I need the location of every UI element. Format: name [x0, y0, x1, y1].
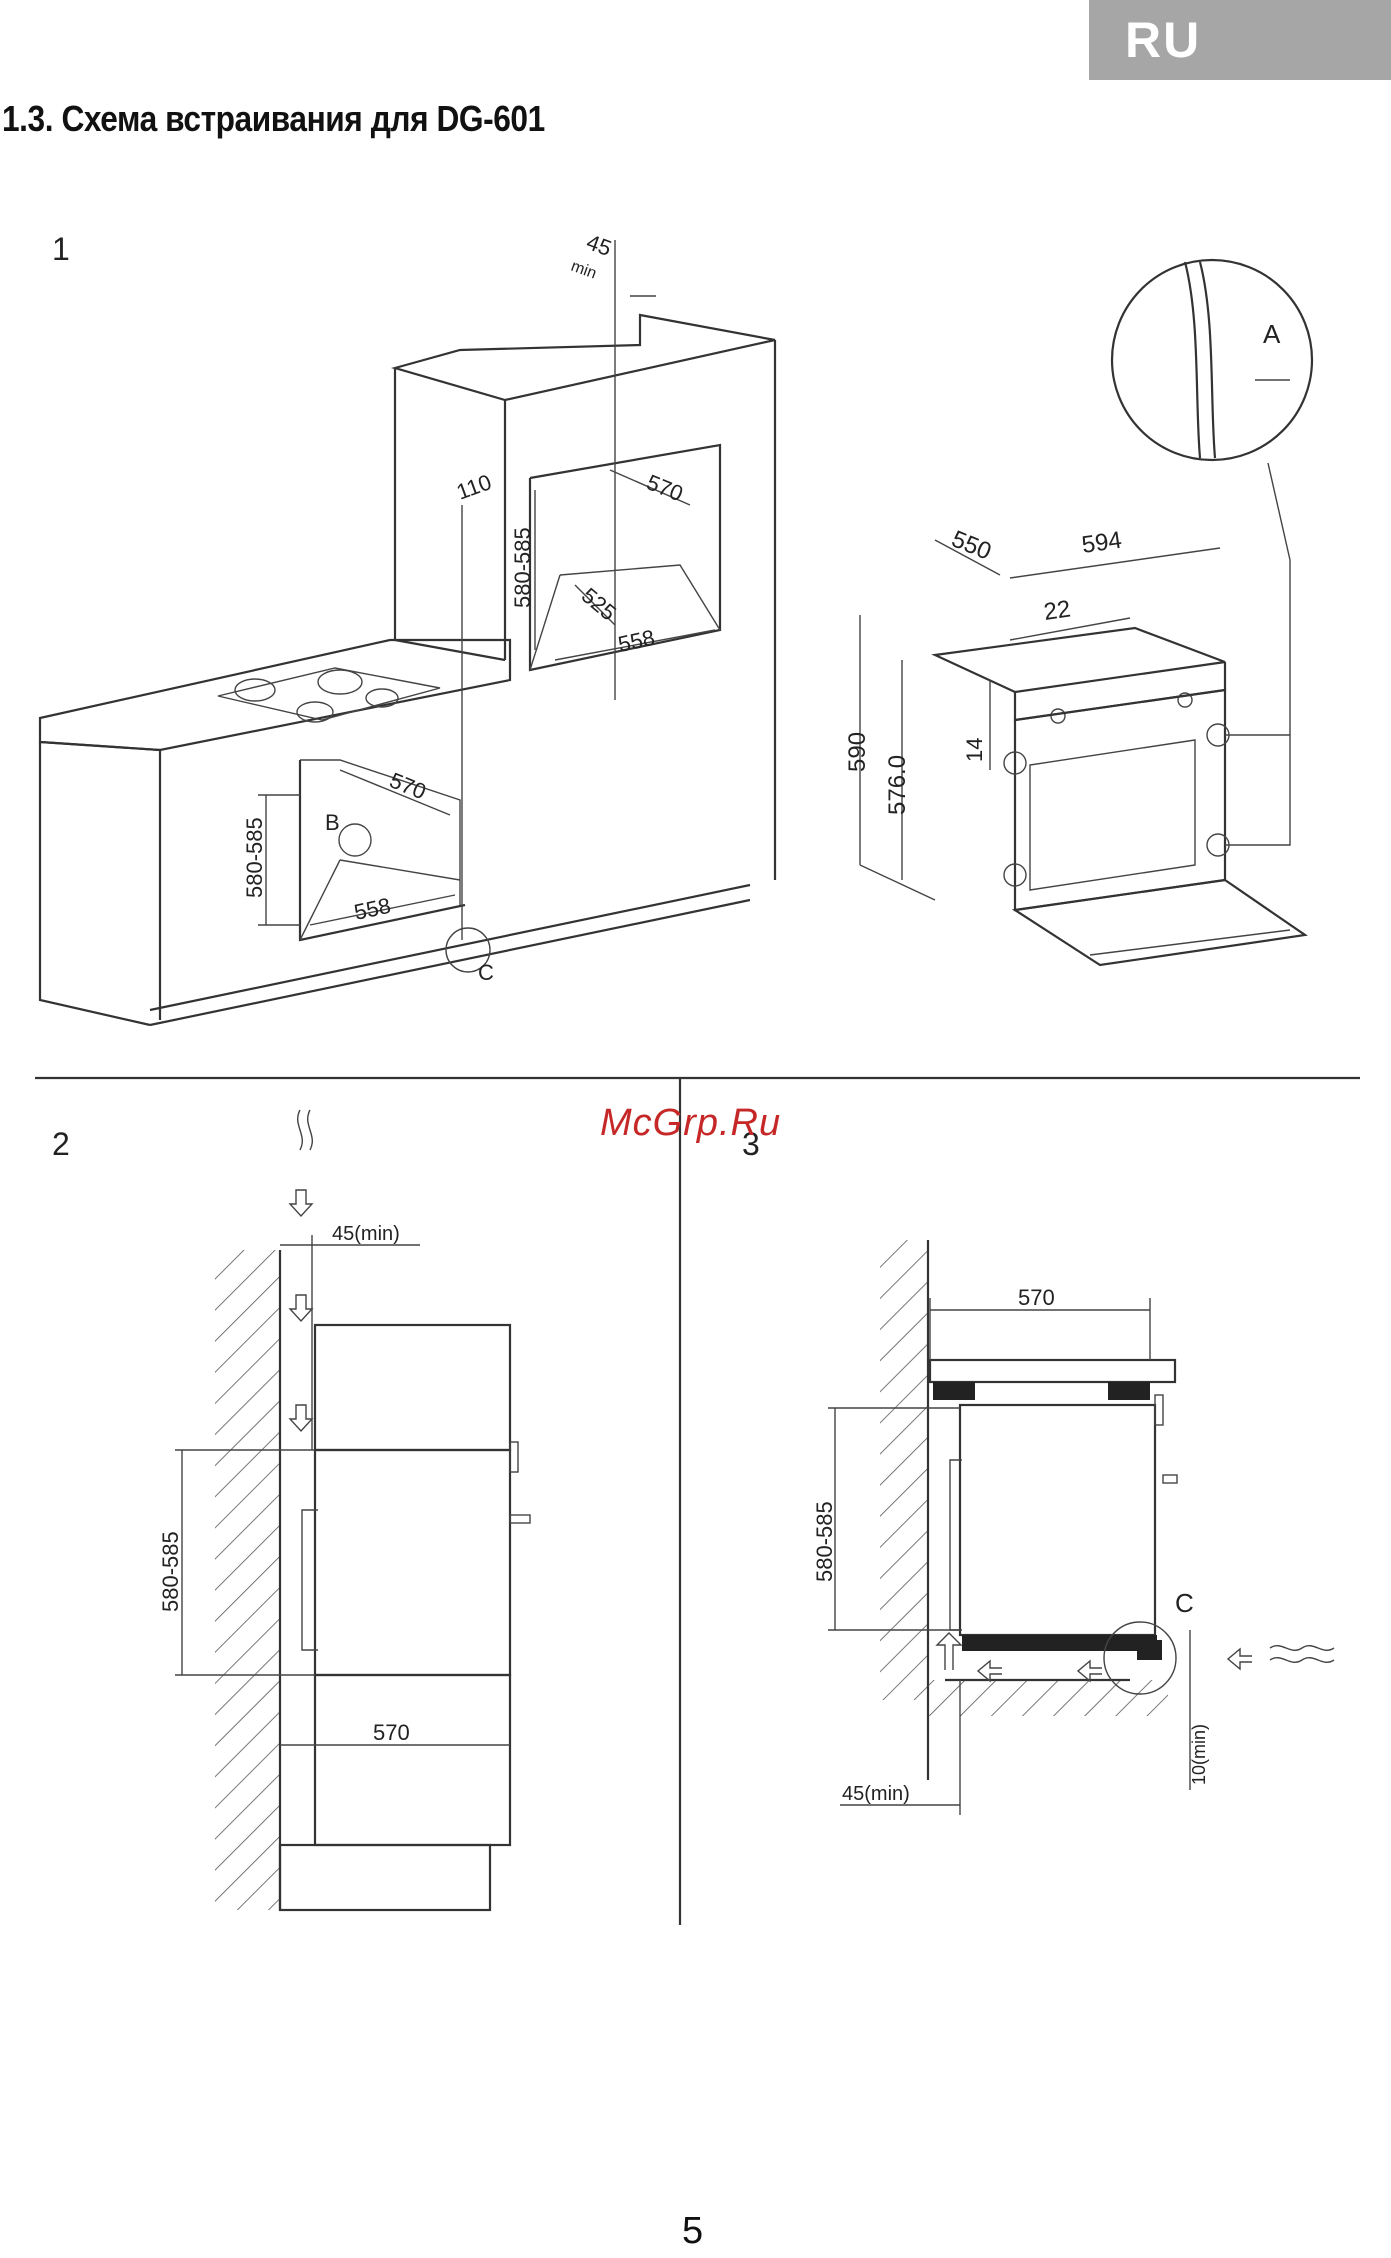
- dim-oven-depth: 550: [948, 526, 995, 566]
- lower-cabinet: [40, 640, 750, 1025]
- label-c-fig3: C: [1175, 1588, 1194, 1618]
- dim-lower-depth: 570: [386, 767, 429, 804]
- dim-upper-width: 558: [616, 625, 657, 657]
- dim-top-gap: 45: [583, 229, 615, 261]
- dim-oven-width: 594: [1080, 527, 1123, 559]
- fig3-dim-gap-side: 10(min): [1189, 1724, 1209, 1785]
- figure1-number: 1: [52, 231, 70, 267]
- dim-oven-22: 22: [1042, 595, 1072, 625]
- dim-side-110: 110: [453, 469, 495, 504]
- label-c-fig1: C: [478, 960, 494, 985]
- dim-top-gap-unit: min: [569, 258, 599, 283]
- dim-lower-height: 580-585: [242, 817, 267, 898]
- fig3-dim-depth: 570: [1018, 1285, 1055, 1310]
- fig3-dim-height: 580-585: [812, 1501, 837, 1582]
- tall-column: [395, 240, 775, 940]
- figure2-number: 2: [52, 1126, 70, 1162]
- label-b: B: [325, 810, 340, 835]
- fig2-dim-gap: 45(min): [332, 1223, 400, 1245]
- dim-oven-14: 14: [962, 738, 987, 762]
- fig2-dim-height: 580-585: [158, 1531, 183, 1612]
- watermark: McGrp.Ru: [600, 1102, 781, 1145]
- fig2-dim-depth: 570: [373, 1720, 410, 1745]
- oven-unit: [860, 260, 1312, 965]
- dim-upper-height: 580-585: [510, 527, 535, 608]
- dim-oven-height: 590: [844, 732, 871, 772]
- label-a: A: [1263, 319, 1281, 349]
- fig3-dim-gap-bottom: 45(min): [842, 1783, 910, 1805]
- dim-oven-inner-height: 576.0: [884, 755, 911, 815]
- dim-lower-width: 558: [352, 893, 393, 925]
- figure3-section: [828, 1240, 1334, 1815]
- page-number: 5: [682, 2210, 703, 2253]
